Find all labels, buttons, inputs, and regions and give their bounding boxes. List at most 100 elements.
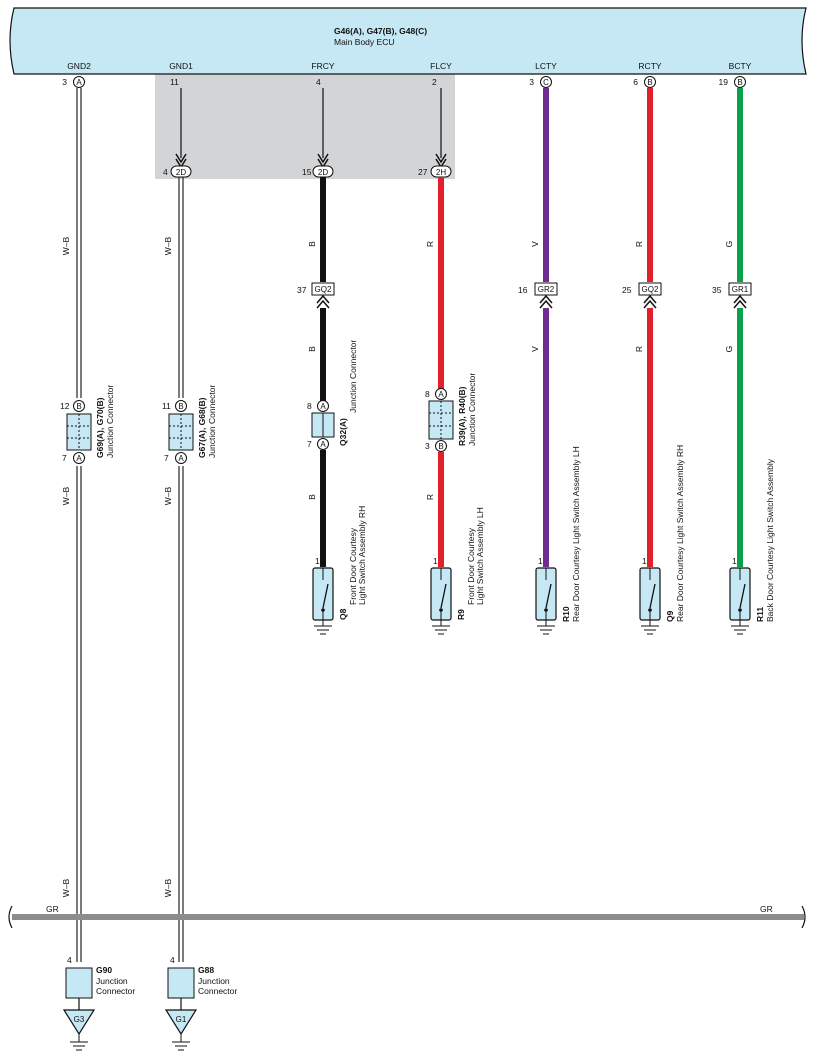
svg-text:Rear Door Courtesy Light Switc: Rear Door Courtesy Light Switch Assembly… [675, 445, 685, 622]
svg-text:Q8: Q8 [338, 608, 348, 620]
svg-text:3: 3 [425, 441, 430, 451]
gr-label-left: GR [46, 904, 59, 914]
svg-text:7: 7 [307, 439, 312, 449]
svg-text:GR2: GR2 [538, 285, 555, 294]
svg-text:Front Door Courtesy: Front Door Courtesy [348, 527, 358, 605]
svg-text:G69(A), G70(B): G69(A), G70(B) [95, 397, 105, 458]
pin-circle-gnd2-label: A [76, 78, 82, 87]
svg-text:B: B [178, 402, 183, 411]
svg-text:Light Switch Assembly RH: Light Switch Assembly RH [357, 506, 367, 605]
svg-text:Light Switch Assembly LH: Light Switch Assembly LH [475, 507, 485, 605]
svg-text:Q32(A): Q32(A) [338, 418, 348, 446]
pin-circle-gnd2 [73, 76, 85, 88]
wire-label-b-1: B [307, 241, 317, 247]
pin-num-rcty: 6 [633, 77, 638, 87]
pin-label-rcty: RCTY [638, 61, 661, 71]
svg-text:8: 8 [307, 401, 312, 411]
svg-text:7: 7 [62, 453, 67, 463]
pin-label-gnd2: GND2 [67, 61, 91, 71]
inline-pin-27: 27 [418, 167, 428, 177]
wire-label-v-1: V [530, 241, 540, 247]
svg-text:12: 12 [60, 401, 70, 411]
svg-text:35: 35 [712, 285, 722, 295]
svg-text:A: A [76, 454, 82, 463]
wire-wb-gnd1 [178, 177, 184, 962]
svg-text:G1: G1 [176, 1015, 187, 1024]
pin-circle-bcty-label: B [737, 78, 742, 87]
svg-text:4: 4 [67, 955, 72, 965]
ground-g1-icon: G1 [164, 1009, 198, 1051]
ecu-title: G46(A), G47(B), G48(C) [334, 26, 427, 36]
svg-text:GQ2: GQ2 [315, 285, 332, 294]
pin-label-flcy: FLCY [430, 61, 452, 71]
svg-text:G90: G90 [96, 965, 112, 975]
pin-num-lcty: 3 [529, 77, 534, 87]
ecu-subtitle: Main Body ECU [334, 37, 394, 47]
wire-label-r-4: R [425, 494, 435, 500]
switch-r11: 1 R11 Back Door Courtesy Light Switch As… [729, 458, 775, 635]
svg-text:R39(A), R40(B): R39(A), R40(B) [457, 386, 467, 446]
pin-num-flcy: 2 [432, 77, 437, 87]
pin-label-lcty: LCTY [535, 61, 557, 71]
wire-label-v-2: V [530, 346, 540, 352]
wire-label-wb-1: W–B [61, 236, 71, 255]
pin-num-gnd1: 11 [170, 77, 179, 87]
ecu-box [9, 7, 807, 75]
inline-id-2d-b: 2D [318, 168, 328, 177]
svg-text:A: A [320, 440, 326, 449]
wire-label-g-2: G [724, 346, 734, 353]
junction-g90: 4 G90 Junction Connector [65, 955, 135, 1010]
junction-g88: 4 G88 Junction Connector [167, 955, 237, 1010]
wire-wb-gnd2 [76, 88, 82, 962]
svg-text:Junction Connector: Junction Connector [105, 385, 115, 458]
junction-g69-g70: 12 B 7 A G69(A), G70(B) Junction Connect… [60, 385, 115, 464]
svg-text:Connector: Connector [96, 986, 135, 996]
junction-q32: 8 A 7 A Q32(A) Junction Connector [307, 340, 358, 450]
switch-q9: 1 Q9 Rear Door Courtesy Light Switch Ass… [639, 445, 685, 635]
pin-label-frcy: FRCY [311, 61, 334, 71]
connector-gq2-b: 25 GQ2 [622, 282, 662, 309]
wire-label-b-2: B [307, 346, 317, 352]
svg-text:7: 7 [164, 453, 169, 463]
svg-text:GQ2: GQ2 [642, 285, 659, 294]
svg-text:Q9: Q9 [665, 610, 675, 622]
svg-text:25: 25 [622, 285, 632, 295]
wire-label-wb-2: W–B [163, 236, 173, 255]
junction-r39-r40: 8 A 3 B R39(A), R40(B) Junction Connecto… [425, 373, 477, 452]
svg-text:16: 16 [518, 285, 528, 295]
pin-circle-rcty [644, 76, 656, 88]
wire-label-wb-4: W–B [163, 486, 173, 505]
inline-id-2h: 2H [436, 168, 446, 177]
svg-text:Rear Door Courtesy Light Switc: Rear Door Courtesy Light Switch Assembly… [571, 446, 581, 622]
shaded-zone [155, 74, 455, 179]
svg-text:Junction Connector: Junction Connector [467, 373, 477, 446]
connector-gr1: 35 GR1 [712, 282, 752, 309]
svg-text:1: 1 [642, 556, 647, 566]
pin-label-gnd1: GND1 [169, 61, 193, 71]
svg-text:R9: R9 [456, 609, 466, 620]
ground-g3-icon: G3 [62, 1009, 96, 1051]
switch-r9: 1 R9 Front Door Courtesy Light Switch As… [430, 507, 485, 635]
switch-q8: 1 Q8 Front Door Courtesy Light Switch As… [312, 506, 367, 635]
pin-label-bcty: BCTY [729, 61, 752, 71]
wire-label-wb-5: W–B [61, 878, 71, 897]
inline-id-2d-a: 2D [176, 168, 186, 177]
svg-text:Junction Connector: Junction Connector [348, 340, 358, 413]
pin-circle-lcty [540, 76, 552, 88]
connector-gr2: 16 GR2 [518, 282, 558, 309]
svg-text:Junction: Junction [198, 976, 230, 986]
junction-g67-g68: 11 B 7 A G67(A), G68(B) Junction Connect… [162, 385, 217, 464]
svg-text:Front Door Courtesy: Front Door Courtesy [466, 527, 476, 605]
wire-label-r-2: R [634, 241, 644, 247]
svg-text:R10: R10 [561, 606, 571, 622]
pin-num-bcty: 19 [719, 77, 729, 87]
gr-bus: GR GR [8, 904, 806, 929]
pin-num-frcy: 4 [316, 77, 321, 87]
pin-num-gnd2: 3 [62, 77, 67, 87]
svg-text:A: A [320, 402, 326, 411]
wire-label-g-1: G [724, 241, 734, 248]
wire-label-b-3: B [307, 494, 317, 500]
svg-text:G88: G88 [198, 965, 214, 975]
inline-pin-15: 15 [302, 167, 312, 177]
svg-text:1: 1 [315, 556, 320, 566]
